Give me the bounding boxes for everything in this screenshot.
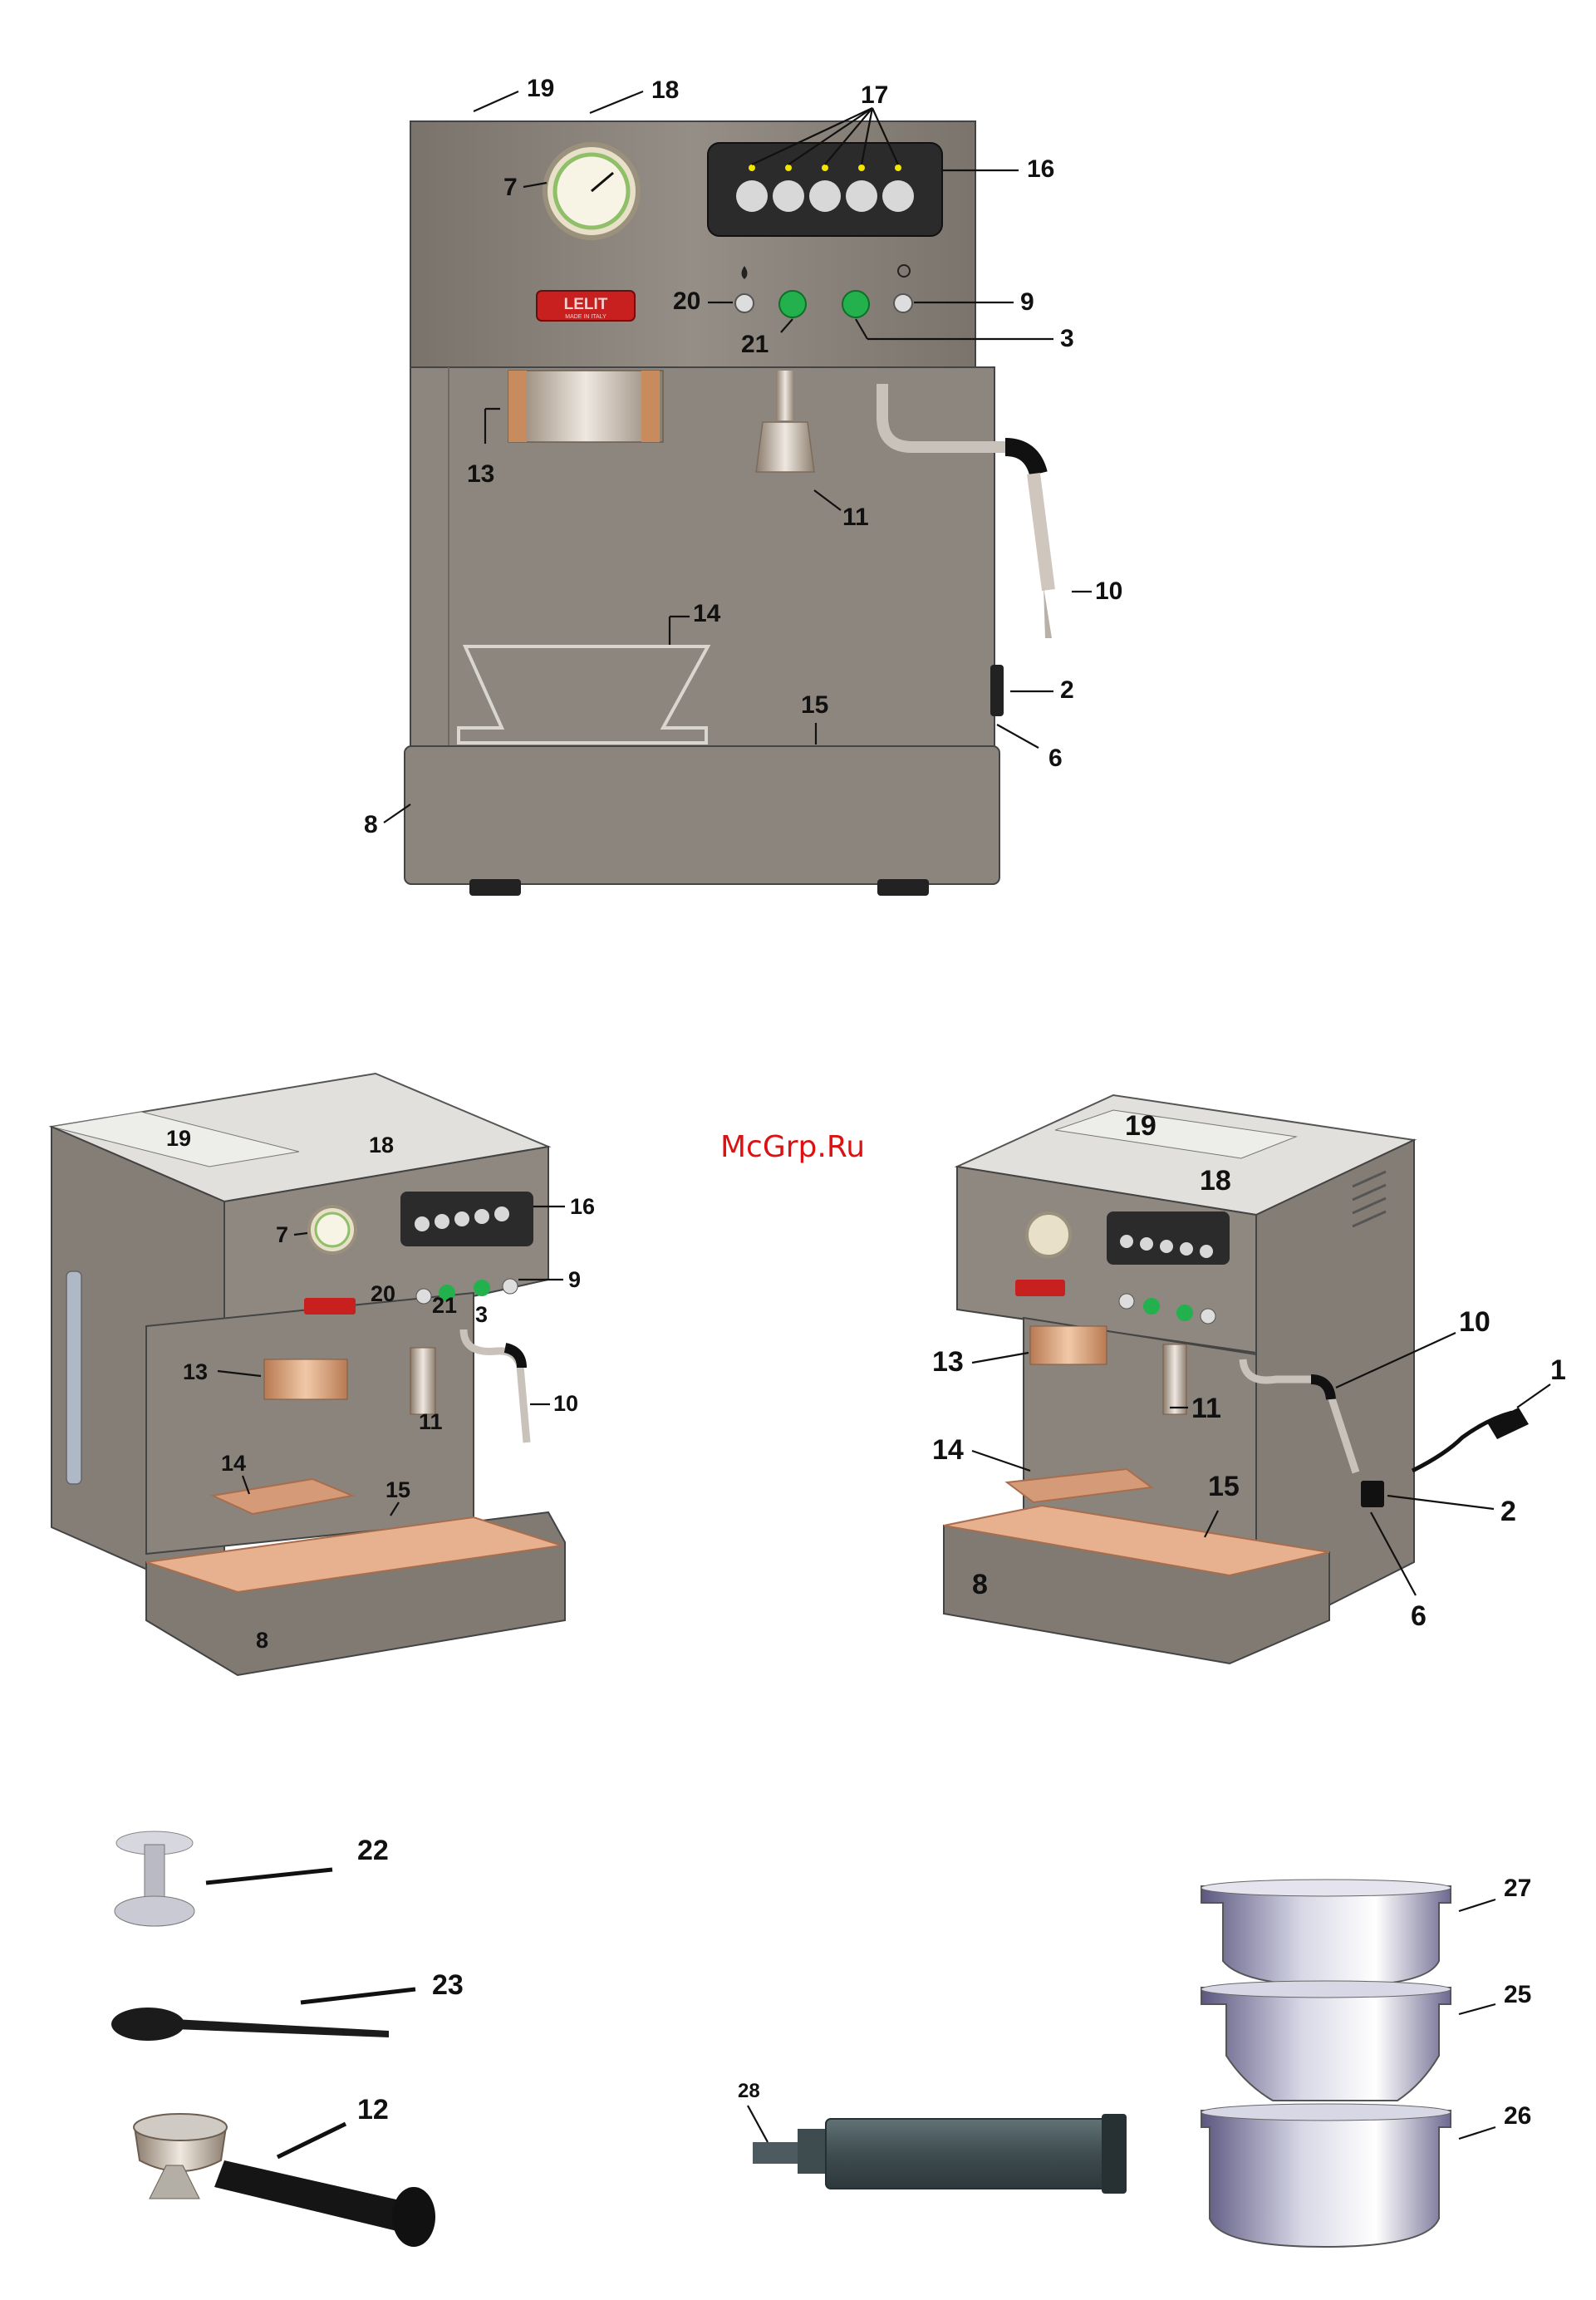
portafilter-handle [214, 2160, 407, 2232]
callout-left-8: 8 [256, 1628, 268, 1653]
gauge-right [1027, 1213, 1070, 1256]
callout-18: 18 [651, 76, 679, 104]
steam-switch-right [894, 294, 912, 312]
callout-left-18: 18 [369, 1133, 394, 1157]
callout-left-16: 16 [570, 1194, 595, 1219]
callout-left-11: 11 [419, 1409, 443, 1434]
callout-left-7: 7 [276, 1222, 288, 1247]
brand-badge-text: LELIT [564, 296, 608, 313]
water-filter-tip [753, 2142, 798, 2164]
callout-left-21: 21 [432, 1293, 457, 1318]
callout-2: 2 [1060, 676, 1074, 704]
callout-9: 9 [1020, 288, 1034, 316]
callout-left-19: 19 [166, 1126, 191, 1151]
filter-basket-27 [1201, 1886, 1451, 1986]
green-button-21 [779, 291, 806, 317]
callout-right-2: 2 [1500, 1496, 1516, 1527]
callout-28: 28 [738, 2080, 760, 2102]
callout-19: 19 [527, 75, 554, 102]
nozzle-left [410, 1348, 435, 1414]
callout-left-14: 14 [221, 1451, 246, 1476]
callout-right-6: 6 [1411, 1600, 1427, 1632]
steam-wand-grip [1005, 447, 1039, 474]
callout-right-14: 14 [932, 1434, 964, 1466]
callout-right-8: 8 [972, 1569, 988, 1600]
callout-right-15: 15 [1208, 1471, 1240, 1502]
right-perspective-view: 19 18 10 1 13 11 14 15 2 8 6 [932, 1095, 1566, 1664]
drip-tray-base [405, 746, 999, 884]
callout-right-19: 19 [1125, 1110, 1156, 1142]
callout-17: 17 [861, 81, 888, 109]
callout-25: 25 [1504, 1981, 1531, 2008]
foot-right [877, 879, 929, 896]
callout-left-10: 10 [553, 1391, 578, 1416]
water-filter [826, 2119, 1117, 2189]
callout-27: 27 [1504, 1875, 1531, 1902]
filter-basket-26 [1201, 2111, 1451, 2247]
power-switch-right [1361, 1481, 1384, 1507]
callout-8: 8 [364, 811, 378, 838]
callout-23: 23 [432, 1969, 464, 2001]
callout-14: 14 [693, 600, 721, 627]
green-button-3 [842, 291, 869, 317]
callout-right-13: 13 [932, 1346, 964, 1378]
callout-12: 12 [357, 2094, 389, 2126]
callout-left-3: 3 [475, 1302, 488, 1327]
callout-right-11: 11 [1191, 1393, 1221, 1424]
callout-7: 7 [503, 174, 518, 201]
measuring-spoon [111, 2008, 184, 2041]
foot-left [469, 879, 521, 896]
brand-badge-subtext: MADE IN ITALY [565, 314, 606, 320]
steam-wand [1034, 474, 1048, 590]
callout-left-13: 13 [183, 1359, 208, 1384]
left-perspective-view: 19 18 16 7 20 9 21 3 13 10 11 14 15 8 [52, 1074, 595, 1675]
callout-20: 20 [673, 288, 700, 315]
callout-15: 15 [801, 691, 828, 719]
lower-housing [410, 367, 994, 749]
callout-right-10: 10 [1459, 1306, 1490, 1338]
hot-water-nozzle [756, 422, 814, 472]
callout-right-18: 18 [1200, 1165, 1231, 1197]
callout-3: 3 [1060, 325, 1074, 352]
callout-10: 10 [1095, 577, 1122, 605]
callout-left-9: 9 [568, 1267, 581, 1292]
callout-right-1: 1 [1550, 1354, 1566, 1386]
callout-26: 26 [1504, 2102, 1531, 2130]
power-switch [990, 665, 1004, 716]
filter-basket-25 [1201, 1988, 1451, 2101]
accessories: 22 23 12 28 27 25 26 [111, 1831, 1531, 2247]
callout-left-15: 15 [385, 1477, 410, 1502]
watermark-text: McGrp.Ru [720, 1130, 865, 1164]
front-view: LELIT MADE IN ITALY 19 18 17 7 [364, 75, 1122, 896]
steam-switch-left [735, 294, 754, 312]
callout-21: 21 [741, 331, 769, 358]
group-right [1030, 1326, 1107, 1364]
callout-16: 16 [1027, 155, 1054, 183]
water-level-window [66, 1271, 81, 1484]
nozzle-right [1163, 1344, 1186, 1414]
callout-22: 22 [357, 1835, 389, 1866]
group-left [264, 1359, 347, 1399]
callout-left-20: 20 [371, 1281, 395, 1306]
callout-6: 6 [1048, 745, 1063, 772]
callout-13: 13 [467, 460, 494, 488]
brew-group [508, 371, 663, 442]
callout-11: 11 [842, 504, 869, 531]
